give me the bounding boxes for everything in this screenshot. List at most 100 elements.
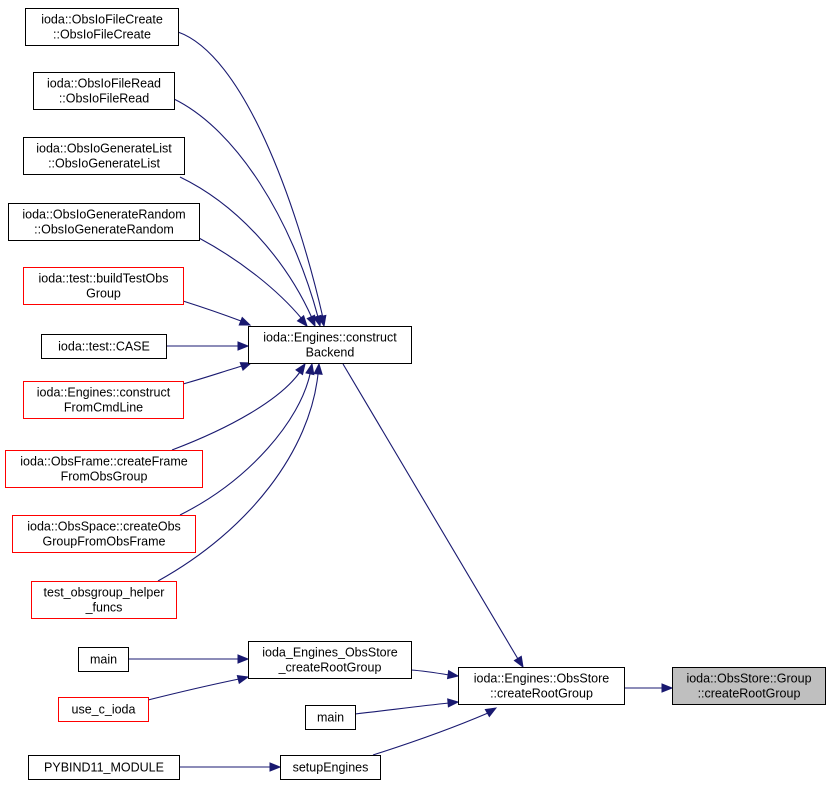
node-label-line: ::ObsIoGenerateList bbox=[48, 157, 160, 171]
node-label-line: ioda::ObsIoFileCreate bbox=[41, 13, 163, 27]
edge-enginesobsstorecreateroot-to-obsstoregroupcreateroot bbox=[624, 683, 674, 693]
node-label-line: ioda::ObsStore::Group bbox=[686, 672, 811, 686]
node-main2[interactable]: main bbox=[305, 705, 356, 730]
node-box[interactable] bbox=[458, 667, 625, 705]
edge-line bbox=[171, 371, 301, 451]
arrowhead-icon bbox=[312, 314, 322, 328]
arrowhead-icon bbox=[446, 669, 460, 680]
edge-line bbox=[173, 98, 319, 318]
node-label-line: ioda_Engines_ObsStore bbox=[262, 646, 398, 660]
node-label-line: ioda::test::buildTestObs bbox=[39, 272, 169, 286]
edge-obsiogeneratelist-to-constructbackend bbox=[179, 176, 316, 328]
node-label-line: ::ObsIoGenerateRandom bbox=[34, 223, 174, 237]
node-box[interactable] bbox=[25, 8, 179, 46]
arrowhead-icon bbox=[661, 683, 674, 693]
node-label-line: ioda::test::CASE bbox=[58, 340, 150, 354]
edge-line bbox=[179, 176, 313, 319]
node-box[interactable] bbox=[280, 755, 381, 780]
arrowhead-icon bbox=[237, 654, 250, 664]
node-enginesobsstorecreateroot[interactable]: ioda::Engines::ObsStore::createRootGroup bbox=[458, 667, 625, 705]
node-label-line: _createRootGroup bbox=[278, 661, 382, 675]
node-label-line: ioda::Engines::ObsStore bbox=[474, 672, 610, 686]
node-label-line: _funcs bbox=[85, 601, 123, 615]
node-label-line: Backend bbox=[306, 346, 355, 360]
node-label-line: ioda::ObsIoFileRead bbox=[47, 77, 161, 91]
node-box[interactable] bbox=[248, 326, 412, 364]
node-label-line: ioda::Engines::construct bbox=[263, 331, 397, 345]
node-testobsgrouphelperfuncs[interactable]: test_obsgroup_helper_funcs bbox=[31, 581, 177, 619]
arrowhead-icon bbox=[484, 707, 498, 718]
arrowhead-icon bbox=[295, 362, 306, 376]
edge-buildtestobsgroup-to-constructbackend bbox=[182, 300, 252, 326]
node-obsiofilecreate[interactable]: ioda::ObsIoFileCreate::ObsIoFileCreate bbox=[25, 8, 179, 46]
edge-line bbox=[157, 373, 319, 582]
node-label-line: use_c_ioda bbox=[72, 703, 136, 717]
node-box[interactable] bbox=[305, 705, 356, 730]
node-label-line: test_obsgroup_helper bbox=[44, 586, 165, 600]
node-obsiogeneratelist[interactable]: ioda::ObsIoGenerateList::ObsIoGenerateLi… bbox=[23, 137, 185, 175]
node-box[interactable] bbox=[672, 667, 826, 705]
edge-setupengines-to-enginesobsstorecreateroot bbox=[372, 707, 498, 756]
node-label-line: PYBIND11_MODULE bbox=[44, 761, 164, 775]
node-label-line: ::ObsIoFileCreate bbox=[53, 28, 151, 42]
node-box[interactable] bbox=[23, 381, 184, 419]
arrowhead-icon bbox=[447, 698, 460, 708]
node-label-line: FromCmdLine bbox=[64, 401, 143, 415]
edge-obsiofileread-to-constructbackend bbox=[173, 98, 322, 328]
node-label-line: ::createRootGroup bbox=[490, 687, 593, 701]
node-setupengines[interactable]: setupEngines bbox=[280, 755, 381, 780]
edge-obsiogeneraterandom-to-constructbackend bbox=[198, 237, 308, 328]
node-usecioda[interactable]: use_c_ioda bbox=[58, 697, 149, 722]
node-main1[interactable]: main bbox=[78, 647, 129, 672]
node-pybind11module[interactable]: PYBIND11_MODULE bbox=[28, 755, 180, 780]
edge-iodaengobsstorecreateroot-to-enginesobsstorecreateroot bbox=[410, 669, 460, 680]
edge-line bbox=[410, 669, 450, 676]
arrowhead-icon bbox=[269, 762, 282, 772]
node-box[interactable] bbox=[5, 450, 203, 488]
edge-obsiofilecreate-to-constructbackend bbox=[177, 31, 327, 328]
edge-line bbox=[354, 702, 450, 715]
node-box[interactable] bbox=[41, 334, 167, 359]
node-box[interactable] bbox=[78, 647, 129, 672]
edge-main2-to-enginesobsstorecreateroot bbox=[354, 698, 460, 715]
edge-createframefromobsgroup-to-constructbackend bbox=[171, 362, 306, 451]
arrowhead-icon bbox=[513, 655, 524, 669]
edge-pybind11module-to-setupengines bbox=[179, 762, 282, 772]
node-box[interactable] bbox=[23, 137, 185, 175]
edge-line bbox=[179, 373, 311, 516]
node-box[interactable] bbox=[58, 697, 149, 722]
edge-createobsgroupfromobsframe-to-constructbackend bbox=[179, 362, 315, 516]
edge-constructfromcmdline-to-constructbackend bbox=[182, 362, 253, 385]
arrowhead-icon bbox=[239, 362, 253, 372]
node-box[interactable] bbox=[33, 72, 175, 110]
node-obsiofileread[interactable]: ioda::ObsIoFileRead::ObsIoFileRead bbox=[33, 72, 175, 110]
arrowhead-icon bbox=[306, 314, 316, 328]
arrowhead-icon bbox=[305, 362, 315, 376]
edges-layer bbox=[128, 31, 674, 772]
node-obsiogeneraterandom[interactable]: ioda::ObsIoGenerateRandom::ObsIoGenerate… bbox=[8, 203, 200, 241]
node-testcase[interactable]: ioda::test::CASE bbox=[41, 334, 167, 359]
node-box[interactable] bbox=[31, 581, 177, 619]
node-label-line: GroupFromObsFrame bbox=[43, 535, 166, 549]
edge-line bbox=[182, 300, 242, 322]
arrowhead-icon bbox=[296, 314, 308, 328]
node-label-line: ioda::Engines::construct bbox=[37, 386, 171, 400]
node-box[interactable] bbox=[12, 515, 196, 553]
edge-line bbox=[182, 365, 243, 385]
node-iodaengobsstorecreateroot[interactable]: ioda_Engines_ObsStore_createRootGroup bbox=[248, 641, 412, 679]
edge-line bbox=[342, 363, 519, 660]
arrowhead-icon bbox=[236, 674, 250, 685]
node-obsstoregroupcreateroot[interactable]: ioda::ObsStore::Group::createRootGroup bbox=[672, 667, 826, 705]
node-label-line: ::createRootGroup bbox=[698, 687, 801, 701]
node-box[interactable] bbox=[248, 641, 412, 679]
node-box[interactable] bbox=[8, 203, 200, 241]
node-createobsgroupfromobsframe[interactable]: ioda::ObsSpace::createObsGroupFromObsFra… bbox=[12, 515, 196, 553]
node-box[interactable] bbox=[28, 755, 180, 780]
node-label-line: ioda::ObsIoGenerateRandom bbox=[22, 208, 185, 222]
node-box[interactable] bbox=[23, 267, 184, 305]
